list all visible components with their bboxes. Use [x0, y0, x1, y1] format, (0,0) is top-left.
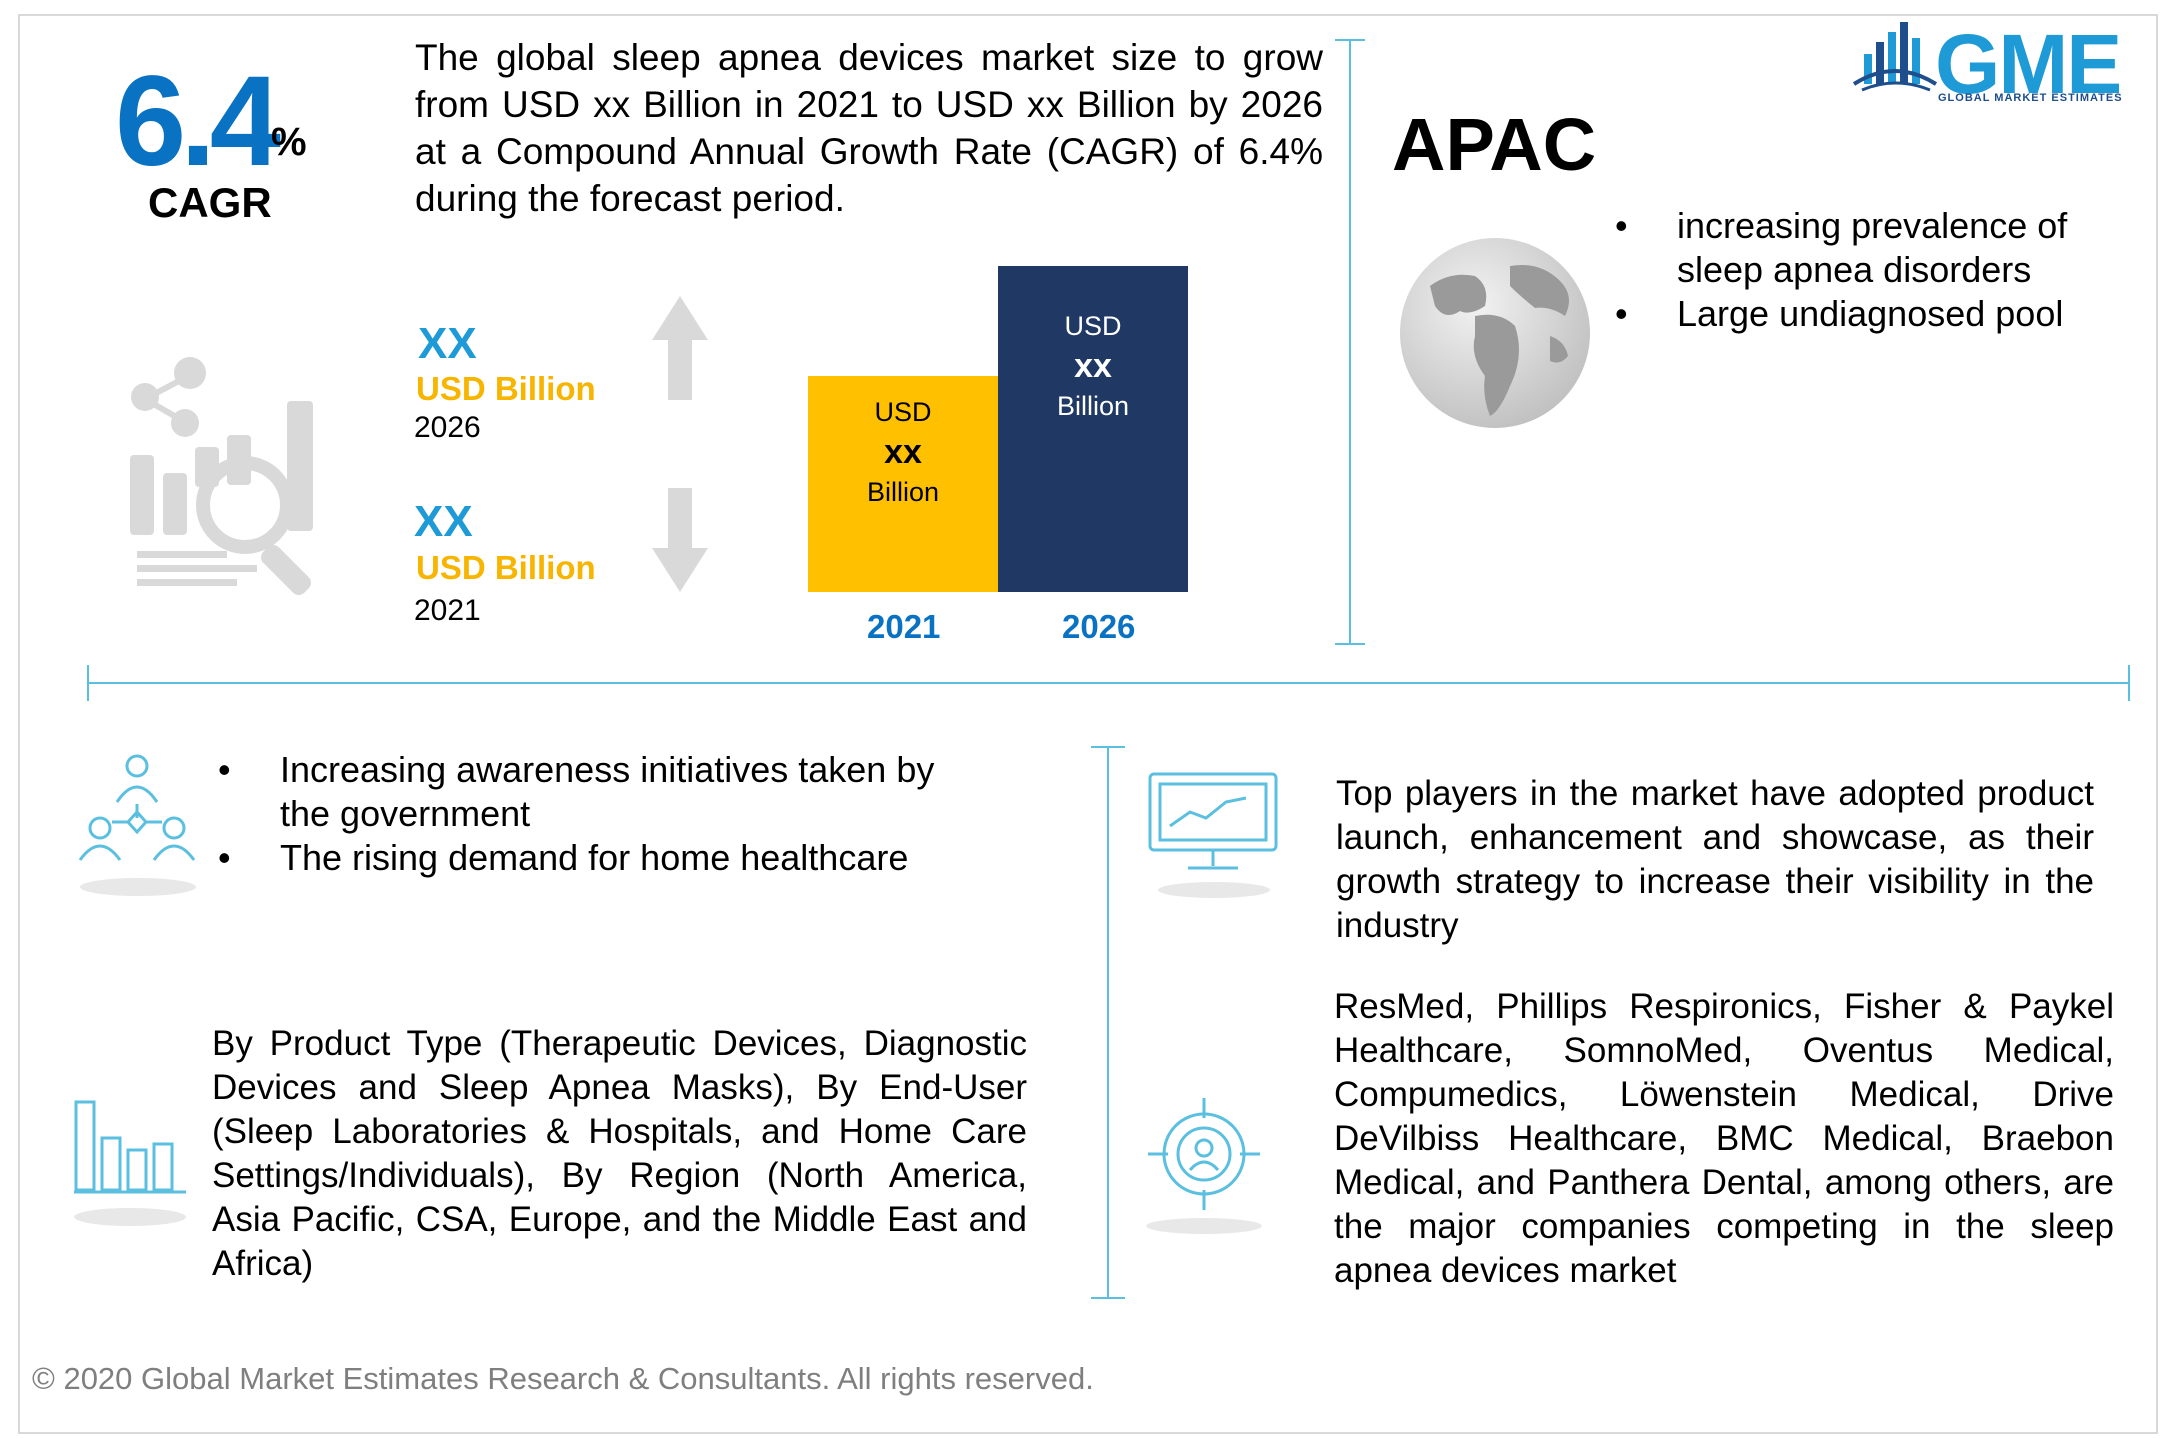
market-2026-year: 2026 — [414, 411, 481, 444]
globe-icon — [1400, 238, 1590, 428]
icon-shadow — [74, 1208, 186, 1226]
driver-item: The rising demand for home healthcare — [218, 836, 978, 880]
bar-graph-icon — [74, 1100, 186, 1194]
cagr-percent-sign: % — [271, 120, 307, 164]
icon-shadow — [1146, 1218, 1262, 1234]
icon-shadow — [1158, 882, 1270, 898]
intro-text: The global sleep apnea devices market si… — [415, 37, 1323, 219]
arrow-down-icon — [652, 488, 708, 592]
bar-2026-label-mid: xx — [1074, 347, 1112, 385]
bar-2021: USD xx Billion — [808, 376, 998, 592]
bar-2026: USD xx Billion — [998, 266, 1188, 592]
divider-vertical-top — [1335, 39, 1365, 645]
divider-horizontal — [87, 665, 2130, 701]
page-frame — [18, 14, 2158, 1434]
bar-2021-label-mid: xx — [884, 433, 922, 471]
cagr-label: CAGR — [148, 179, 272, 226]
region-point: Large undiagnosed pool — [1615, 292, 2085, 336]
driver-item: Increasing awareness initiatives taken b… — [218, 748, 978, 836]
target-person-icon — [1148, 1098, 1260, 1210]
x-tick-2021: 2021 — [867, 608, 941, 645]
analytics-magnifier-icon — [130, 357, 313, 595]
monitor-chart-icon — [1148, 772, 1278, 870]
bar-2026-label-top: USD — [1064, 311, 1122, 341]
icon-shadow — [80, 878, 196, 896]
divider-vertical-bottom — [1091, 746, 1125, 1299]
x-tick-2026: 2026 — [1062, 608, 1136, 645]
logo-tagline: GLOBAL MARKET ESTIMATES — [1938, 92, 2123, 104]
region-point: increasing prevalence of sleep apnea dis… — [1615, 204, 2085, 292]
gme-logo — [1850, 18, 2150, 108]
copyright-footer: © 2020 Global Market Estimates Research … — [32, 1361, 1094, 1396]
bar-chart: USD xx Billion USD xx Billion 2021 2026 — [808, 266, 1191, 646]
region-title: APAC — [1392, 103, 1597, 186]
people-network-icon — [78, 754, 196, 861]
region-points: increasing prevalence of sleep apnea dis… — [1615, 204, 2085, 336]
market-2021-value: XX — [414, 497, 473, 546]
segmentation-text: By Product Type (Therapeutic Devices, Di… — [212, 1024, 1027, 1283]
cagr-value: 6.4 — [115, 50, 281, 193]
drivers-list: Increasing awareness initiatives taken b… — [218, 748, 978, 880]
competitors-text: ResMed, Phillips Respironics, Fisher & P… — [1334, 987, 2114, 1290]
building-globe-icon — [1852, 22, 1938, 92]
logo-name: GME — [1935, 17, 2122, 111]
arrow-up-icon — [652, 296, 708, 400]
market-2021-unit: USD Billion — [416, 549, 596, 586]
bar-2021-label-bottom: Billion — [866, 477, 940, 507]
trends-text: Top players in the market have adopted p… — [1336, 774, 2094, 945]
market-2021-year: 2021 — [414, 594, 481, 627]
bar-2026-label-bottom: Billion — [1056, 391, 1130, 421]
market-2026-value: XX — [418, 319, 477, 368]
market-2026-unit: USD Billion — [416, 370, 596, 407]
bar-2021-label-top: USD — [874, 397, 932, 427]
